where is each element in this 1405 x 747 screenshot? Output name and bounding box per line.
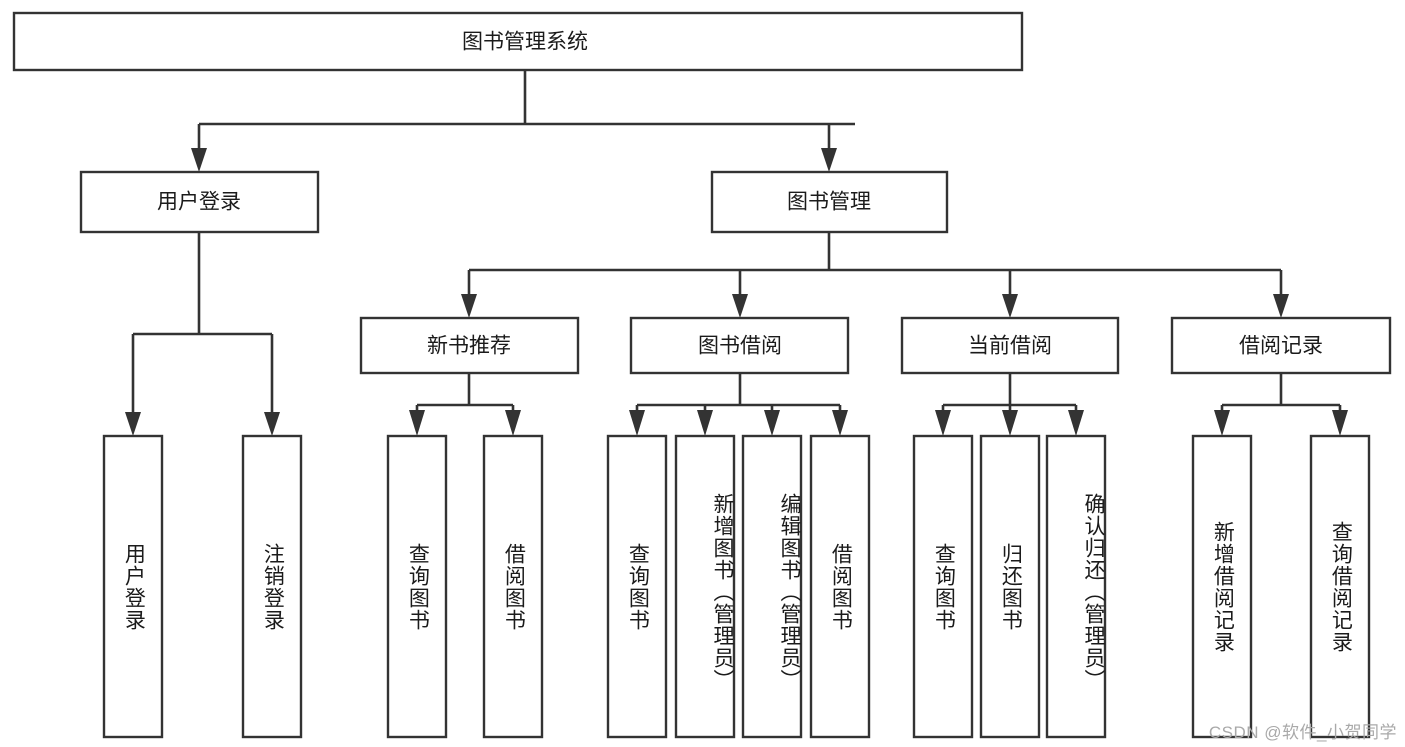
leaf-box-edit-book[interactable] [741,434,803,739]
arrowhead-new-books [461,294,477,318]
connector-layer [125,70,1348,436]
arrowhead-borrow [732,294,748,318]
new-book-recommend-box[interactable] [359,316,580,375]
leaf-box-user-login[interactable] [102,434,164,739]
arrowhead-leaf-borrow-book [832,410,848,436]
new-book-recommend-label: 新书推荐 [427,335,511,358]
leaf-box-return-book[interactable] [979,434,1041,739]
node-borrow-record[interactable]: 借阅记录 [1170,316,1392,375]
node-book-management[interactable]: 图书管理 [710,170,949,234]
leaf-box-add-book[interactable] [674,434,736,739]
arrowhead-leaf-query-books-c [935,410,951,436]
leaf-box-query-books-a[interactable] [386,434,448,739]
csdn-watermark: CSDN @软件_小贺同学 [1208,723,1397,742]
leaf-box-query-borrow-record[interactable] [1309,434,1371,739]
leaf-box-layer [102,434,1371,739]
arrowhead-leaf-user-login [125,412,141,436]
book-borrow-label: 图书借阅 [698,335,782,358]
borrow-record-label: 借阅记录 [1239,335,1323,358]
node-root[interactable]: 图书管理系统 [12,11,1024,72]
arrowhead-leaf-query-books-a [409,410,425,436]
node-new-book-recommend[interactable]: 新书推荐 [359,316,580,375]
leaf-box-logout[interactable] [241,434,303,739]
arrowhead-leaf-add-book [697,410,713,436]
root-box[interactable] [12,11,1024,72]
borrow-record-box[interactable] [1170,316,1392,375]
current-borrow-box[interactable] [900,316,1120,375]
leaf-box-confirm-return[interactable] [1045,434,1107,739]
current-borrow-label: 当前借阅 [968,335,1052,358]
arrowhead-leaf-add-record [1214,410,1230,436]
arrowhead-leaf-confirm-return [1068,410,1084,436]
arrowhead-borrow-record [1273,294,1289,318]
arrowhead-leaf-edit-book [764,410,780,436]
book-management-label: 图书管理 [787,191,871,214]
arrowhead-user-login [191,148,207,172]
arrowhead-leaf-borrow-books-a [505,410,521,436]
node-user-login[interactable]: 用户登录 [79,170,320,234]
book-management-box[interactable] [710,170,949,234]
leaf-box-borrow-book[interactable] [809,434,871,739]
arrowhead-leaf-query-books-b [629,410,645,436]
leaf-box-add-borrow-record[interactable] [1191,434,1253,739]
leaf-box-borrow-books-a[interactable] [482,434,544,739]
leaf-box-query-books-b[interactable] [606,434,668,739]
leaf-box-query-books-c[interactable] [912,434,974,739]
book-borrow-box[interactable] [629,316,850,375]
user-login-label: 用户登录 [157,191,241,214]
arrowhead-leaf-logout [264,412,280,436]
arrowhead-leaf-return-book [1002,410,1018,436]
user-login-box[interactable] [79,170,320,234]
node-book-borrow[interactable]: 图书借阅 [629,316,850,375]
root-label: 图书管理系统 [462,31,588,54]
node-current-borrow[interactable]: 当前借阅 [900,316,1120,375]
arrowhead-book-mgmt [821,148,837,172]
arrowhead-current-borrow [1002,294,1018,318]
arrowhead-leaf-query-record [1332,410,1348,436]
